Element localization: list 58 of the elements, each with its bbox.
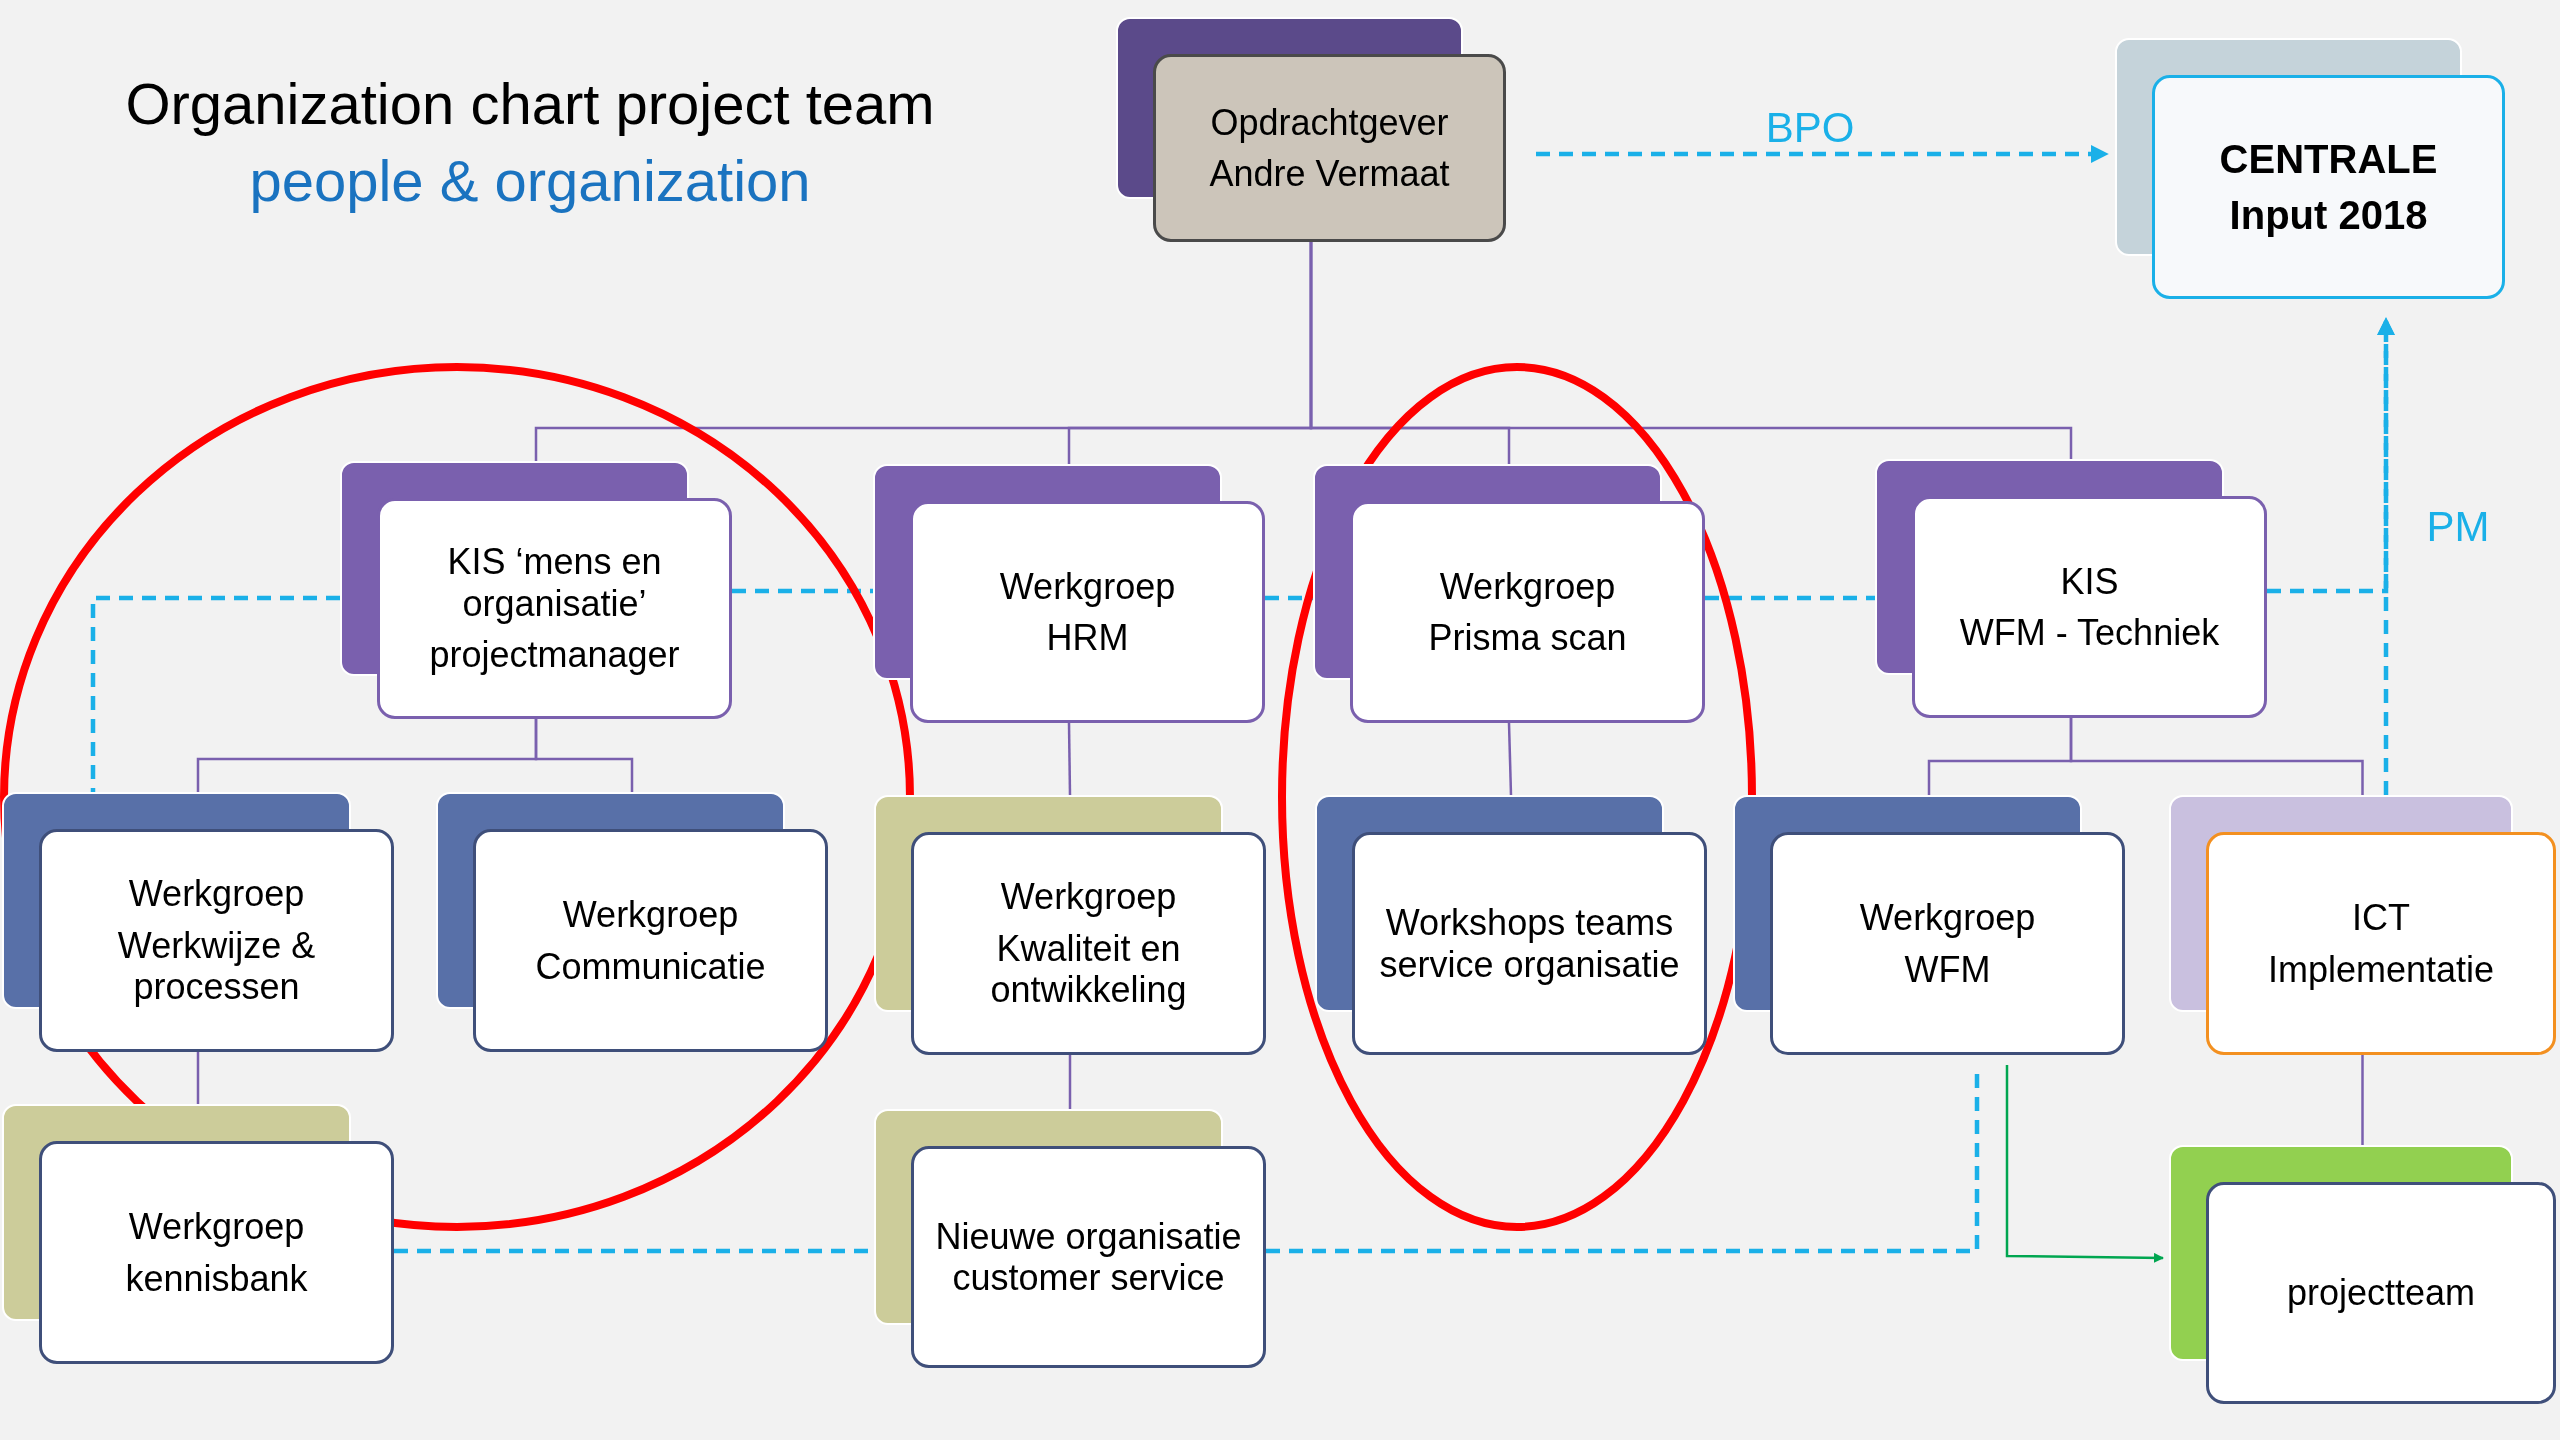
org-card [340,461,732,719]
org-card [2,1104,394,1364]
card-text: Werkgroep [999,565,1176,607]
card-text: Werkgroep [128,873,305,915]
card-text: Implementatie [2267,948,2495,990]
org-card [874,1109,1266,1368]
org-card [874,795,1266,1055]
card-text: projectmanager [429,634,680,676]
card-text: Werkgroep [1859,897,2036,939]
org-card [436,792,828,1052]
card-text: Werkwijze & processen [116,924,317,1008]
connector-line [90,595,340,792]
org-card [873,464,1265,723]
connector-line [1309,242,2073,459]
card-text: Input 2018 [2229,192,2428,238]
card-text: Andre Vermaat [1209,153,1450,195]
chart-subtitle: people & organization [248,147,812,215]
card-text: Nieuwe organisatie customer service [934,1215,1243,1299]
card-text: Kwaliteit en ontwikkeling [989,927,1188,1011]
card-text: Workshops teams service organisatie [1378,902,1681,985]
connector-line [1068,1055,1072,1109]
chart-title: Organization chart project team [124,70,936,138]
org-card [2,792,394,1052]
org-card [1875,459,2267,718]
connector-line [2005,1065,2164,1263]
connector-line [732,588,873,594]
connector-line [1705,595,1875,601]
org-card [2169,795,2556,1055]
org-card [1116,17,1506,242]
card-text: Communicatie [535,945,766,987]
card-text: Werkgroep [562,894,739,936]
org-card [1313,464,1705,723]
card-text: Opdrachtgever [1210,101,1449,143]
connector-line [1536,145,2109,163]
card-text: ICT [2352,897,2410,939]
card-text: KIS [2060,560,2119,602]
connector-line [1507,722,1513,796]
connector-line [2377,317,2395,795]
org-card [2169,1145,2556,1404]
card-text: Werkgroep [1000,876,1177,918]
card-text: HRM [1046,617,1129,659]
card-text: kennisbank [125,1257,308,1299]
card-text: KIS ‘mens en organisatie’ [446,541,663,625]
connector-line [534,719,634,792]
connector-line [2361,1055,2364,1145]
card-text: CENTRALE [2219,136,2438,182]
connector-line [1067,723,1072,795]
card-text: WFM - Techniek [1959,612,2220,654]
card-text: Werkgroep [1439,565,1616,607]
org-card [1315,795,1707,1055]
card-text: projectteam [2286,1272,2476,1314]
connector-line [196,1052,200,1104]
card-text: Werkgroep [128,1206,305,1248]
card-text: Prisma scan [1428,617,1627,659]
org-card [2115,38,2505,299]
org-card [1733,795,2125,1055]
connector-line [2069,718,2364,795]
card-text: WFM [1904,948,1991,990]
